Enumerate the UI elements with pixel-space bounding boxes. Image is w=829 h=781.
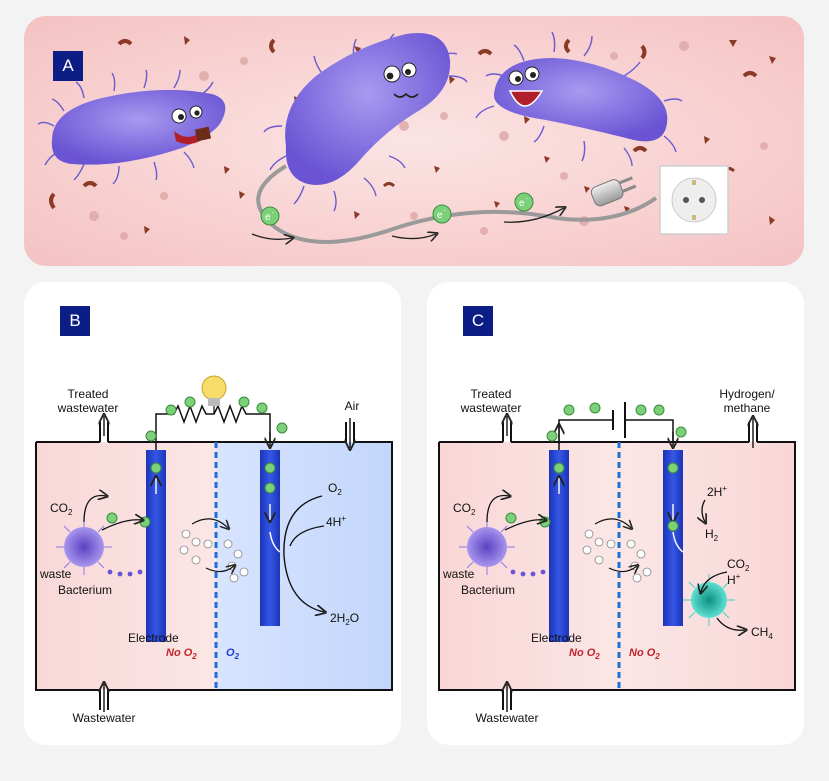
bacterium-right bbox=[475, 31, 683, 167]
treated-wastewater-label-2: wastewater bbox=[57, 401, 119, 415]
hplus-label: H+ bbox=[727, 572, 741, 587]
wastewater-label: Wastewater bbox=[73, 711, 136, 725]
svg-text:e: e bbox=[437, 210, 443, 221]
svg-text:e: e bbox=[265, 212, 271, 223]
no-o2-left-label: No O2 bbox=[569, 647, 600, 661]
protons-label: 2H+ bbox=[707, 484, 727, 499]
bacterium-eating-left bbox=[37, 69, 226, 185]
waste-label: waste bbox=[39, 567, 72, 581]
electron-icon bbox=[505, 402, 687, 532]
bacterium-label: Bacterium bbox=[58, 583, 112, 597]
electrode-label: Electrode bbox=[531, 631, 582, 645]
reactor-outline bbox=[35, 422, 393, 710]
bacterium-tail bbox=[107, 569, 143, 577]
co2-right-label: CO2 bbox=[727, 557, 750, 573]
o2-label: O2 bbox=[226, 647, 240, 661]
electron-icon: e - bbox=[432, 204, 452, 224]
lightbulb-icon bbox=[201, 375, 227, 414]
treated-wastewater-label: Treated bbox=[471, 387, 512, 401]
power-source-icon bbox=[612, 402, 626, 438]
protons-label: 4H+ bbox=[326, 514, 346, 529]
hydrogen-methane-label-2: methane bbox=[724, 401, 771, 415]
panel-b-diagram: Treated wastewater Air CO2 waste Bacteri… bbox=[35, 375, 393, 725]
cathode-electrode bbox=[663, 450, 683, 626]
co2-label: CO2 bbox=[453, 501, 476, 517]
panel-c: Treated wastewater Hydrogen/ methane CO2… bbox=[427, 282, 804, 745]
hydrogen-label: H2 bbox=[705, 527, 719, 543]
ions bbox=[582, 529, 652, 583]
co2-label: CO2 bbox=[50, 501, 73, 517]
electron-icon: e - bbox=[514, 192, 534, 212]
panel-label-c: C bbox=[463, 306, 493, 336]
air-label: Air bbox=[345, 399, 360, 413]
bacterium-icon bbox=[459, 519, 515, 575]
power-socket-icon bbox=[659, 165, 729, 235]
panel-label-b: B bbox=[60, 306, 90, 336]
wastewater-label: Wastewater bbox=[476, 711, 539, 725]
bacterium-center bbox=[263, 33, 468, 212]
electrode-label: Electrode bbox=[128, 631, 179, 645]
bacterium-icon bbox=[56, 519, 112, 575]
panel-label-a: A bbox=[53, 51, 83, 81]
cathode-chamber bbox=[619, 442, 795, 690]
treated-wastewater-label-2: wastewater bbox=[460, 401, 522, 415]
anode-electrode bbox=[146, 450, 166, 642]
electron-icon: e - bbox=[260, 206, 280, 226]
bacterium-label: Bacterium bbox=[461, 583, 515, 597]
treated-wastewater-label: Treated bbox=[68, 387, 109, 401]
waste-label: waste bbox=[442, 567, 475, 581]
methane-label: CH4 bbox=[751, 625, 773, 641]
panel-a: e - e - e - A bbox=[24, 16, 804, 266]
svg-text:e: e bbox=[519, 198, 525, 209]
no-o2-right-label: No O2 bbox=[629, 647, 660, 661]
svg-text:-: - bbox=[526, 196, 528, 202]
plug-icon bbox=[590, 176, 637, 207]
o2-reactant-label: O2 bbox=[328, 481, 342, 497]
svg-text:-: - bbox=[272, 210, 274, 216]
cathode-electrode bbox=[260, 450, 280, 626]
no-o2-label: No O2 bbox=[166, 647, 197, 661]
hydrogen-methane-label: Hydrogen/ bbox=[719, 387, 775, 401]
panel-b: Treated wastewater Air CO2 waste Bacteri… bbox=[24, 282, 401, 745]
cathode-chamber bbox=[216, 442, 392, 690]
reactor-outline bbox=[438, 422, 796, 710]
anode-electrode bbox=[549, 450, 569, 642]
water-label: 2H2O bbox=[330, 611, 359, 627]
panel-a-illustration: e - e - e - bbox=[37, 31, 776, 266]
panel-c-diagram: Treated wastewater Hydrogen/ methane CO2… bbox=[438, 387, 796, 725]
bacterium-tail bbox=[510, 569, 546, 577]
svg-text:-: - bbox=[444, 208, 446, 214]
